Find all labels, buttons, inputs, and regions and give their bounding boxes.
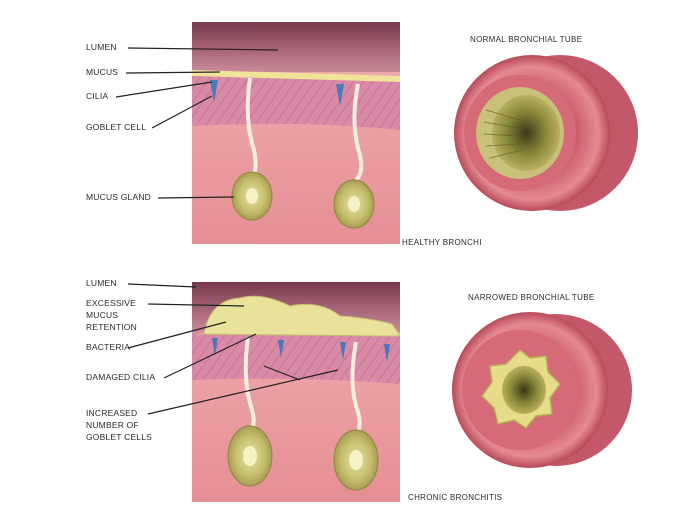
- title-narrowed-tube: NARROWED BRONCHIAL TUBE: [468, 293, 594, 302]
- leader-damaged-cilia: [163, 333, 257, 379]
- label-increased: INCREASED: [86, 408, 137, 418]
- narrowed-bronchial-tube: NARROWED BRONCHIAL TUBE: [452, 293, 632, 468]
- leader-cilia: [115, 81, 213, 98]
- normal-bronchial-tube: NORMAL BRONCHIAL TUBE: [454, 35, 638, 211]
- leader-mucus: [125, 71, 221, 74]
- label-mucus-gland: MUCUS GLAND: [86, 192, 151, 202]
- healthy-cilia: [210, 80, 344, 106]
- leader-goblet-cells: [147, 369, 339, 415]
- diseased-epithelium: [192, 330, 400, 384]
- healthy-panel: LUMEN MUCUS CILIA GOBLET CELL MUCUS GLAN…: [86, 22, 482, 247]
- healthy-mucus-layer: [192, 70, 400, 82]
- damaged-cilia: [212, 338, 390, 362]
- label-excessive: EXCESSIVE: [86, 298, 136, 308]
- diseased-panel: LUMEN EXCESSIVE MUCUS RETENTION BACTERIA…: [86, 278, 502, 502]
- label-cilia: CILIA: [86, 91, 108, 101]
- leader-lumen-2: [127, 283, 197, 288]
- healthy-epithelium: [192, 76, 400, 130]
- excess-mucus: [195, 295, 401, 337]
- diseased-mucus-gland-1: [227, 337, 273, 487]
- healthy-lumen: [192, 22, 400, 72]
- leader-bacteria: [127, 321, 227, 349]
- leader-excess-mucus: [147, 303, 245, 307]
- healthy-mucus-gland-1: [231, 77, 273, 221]
- leader-lumen: [127, 47, 279, 51]
- title-normal-tube: NORMAL BRONCHIAL TUBE: [470, 35, 582, 44]
- label-lumen-2: LUMEN: [86, 278, 117, 288]
- leader-damaged-cilia-b: [263, 365, 301, 381]
- label-retention: RETENTION: [86, 322, 137, 332]
- leader-goblet: [151, 95, 213, 129]
- label-excessive-mucus: MUCUS: [86, 310, 118, 320]
- label-damaged-cilia: DAMAGED CILIA: [86, 372, 155, 382]
- caption-chronic: CHRONIC BRONCHITIS: [408, 493, 502, 502]
- label-goblet-cell: GOBLET CELL: [86, 122, 146, 132]
- label-number-of: NUMBER OF: [86, 420, 139, 430]
- label-lumen: LUMEN: [86, 42, 117, 52]
- label-goblet-cells: GOBLET CELLS: [86, 432, 152, 442]
- leader-gland: [157, 196, 235, 199]
- label-bacteria: BACTERIA: [86, 342, 130, 352]
- diseased-mucus-gland-2: [333, 341, 379, 491]
- label-mucus: MUCUS: [86, 67, 118, 77]
- healthy-mucus-gland-2: [333, 83, 375, 229]
- caption-healthy: HEALTHY BRONCHI: [402, 238, 482, 247]
